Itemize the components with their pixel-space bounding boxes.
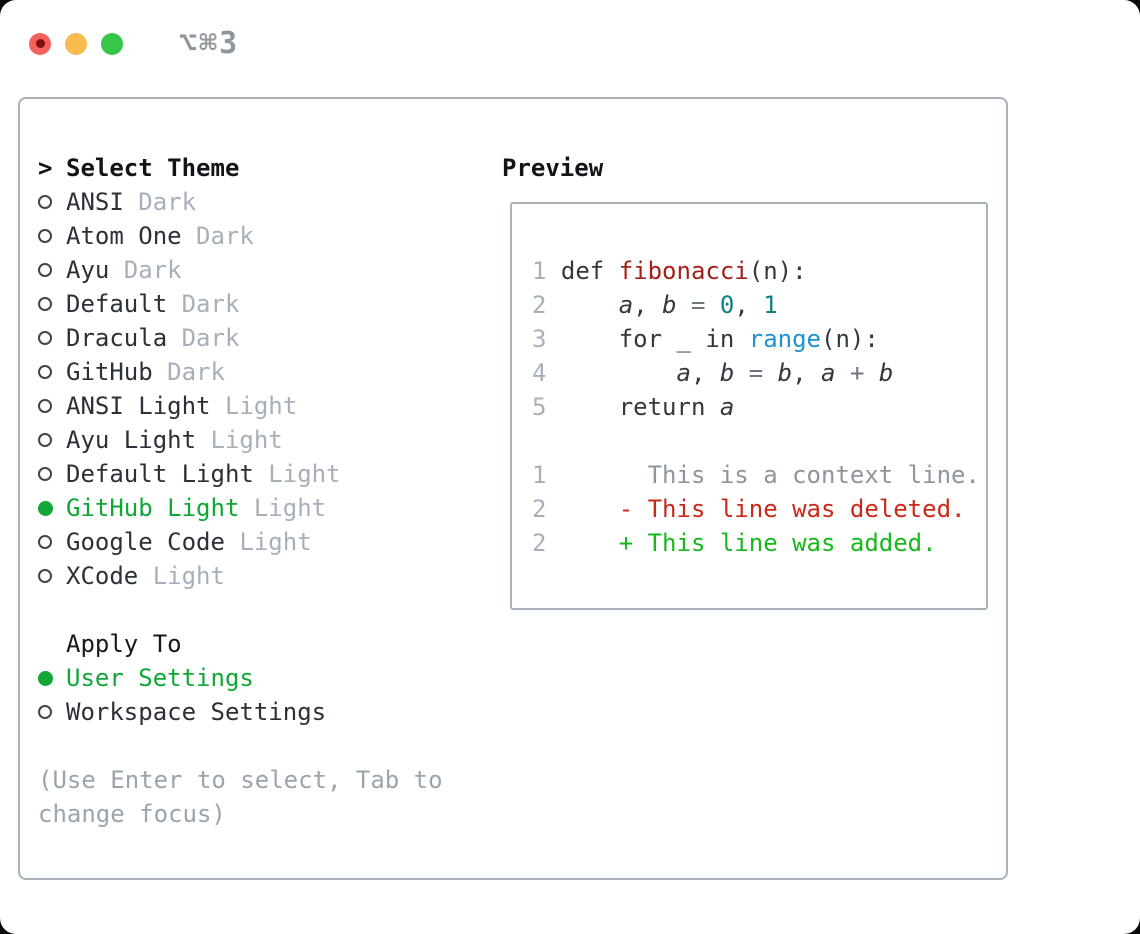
radio-icon [38,365,66,379]
hint-line-1: (Use Enter to select, Tab to [38,766,443,794]
window-title: ⌥⌘3 [179,26,240,61]
apply-option-user-settings[interactable]: User Settings [38,661,443,695]
preview-line-code: 1 def fibonacci(n): [532,257,807,285]
preview-line-diff-deleted: 2 - This line was deleted. [532,495,966,523]
theme-option-google-code[interactable]: Google Code Light [38,525,443,559]
theme-option-github-light[interactable]: GitHub Light Light [38,491,443,525]
preview-line-code: 4 a, b = b, a + b [532,359,894,387]
theme-list-header-row: > Select Theme [38,151,443,185]
minimize-button[interactable] [65,32,87,55]
radio-icon [38,569,66,583]
radio-icon [38,195,66,209]
preview-line-diff-added: 2 + This line was added. [532,529,937,557]
theme-variant: Light [224,528,312,556]
titlebar: ⌥⌘3 [29,26,239,61]
close-button[interactable] [29,32,51,55]
radio-icon [38,535,66,549]
theme-name: ANSI Light [66,392,211,420]
theme-name: Google Code [66,528,225,556]
theme-variant: Dark [152,358,225,386]
radio-icon [38,297,66,311]
spacer [38,729,443,763]
radio-icon [38,331,66,345]
theme-variant: Light [253,460,341,488]
apply-option-workspace-settings[interactable]: Workspace Settings [38,695,443,729]
theme-option-default-light[interactable]: Default Light Light [38,457,443,491]
spacer [38,593,443,627]
radio-selected-icon [38,670,66,686]
theme-name: Default [66,290,168,318]
record-dot-icon [35,39,45,48]
theme-variant: Light [239,494,327,522]
selection-prompt-icon: > [38,154,53,182]
theme-name: Ayu Light [66,426,197,454]
theme-variant: Dark [167,324,240,352]
preview-column: Preview 1 def fibonacci(n): 2 a, b = 0, 1… [502,151,988,610]
theme-name: Dracula [66,324,168,352]
theme-option-atom-one[interactable]: Atom One Dark [38,219,443,253]
theme-name: Ayu [66,256,110,284]
preview-line-code: 3 for _ in range(n): [532,325,879,353]
radio-icon [38,433,66,447]
theme-option-ayu[interactable]: Ayu Dark [38,253,443,287]
preview-frame: 1 def fibonacci(n): 2 a, b = 0, 1 3 for _ … [510,202,988,610]
radio-icon [38,263,66,277]
theme-variant: Light [196,426,283,454]
theme-variant: Dark [109,256,182,284]
radio-icon [38,467,66,481]
theme-variant: Dark [181,222,254,250]
preview-line-diff-context: 1 This is a context line. [532,461,980,489]
theme-name: GitHub [66,358,153,386]
theme-variant: Dark [123,188,197,216]
theme-list-header: Select Theme [66,154,240,182]
preview-header: Preview [502,154,604,182]
theme-option-dracula[interactable]: Dracula Dark [38,321,443,355]
theme-variant: Light [138,562,225,590]
theme-name: Default Light [66,460,254,488]
theme-option-ansi-light[interactable]: ANSI Light Light [38,389,443,423]
theme-option-ansi[interactable]: ANSI Dark [38,185,443,219]
preview-line-code: 5 return a [532,393,735,421]
theme-name: XCode [66,562,139,590]
theme-variant: Dark [167,290,240,318]
radio-icon [38,705,66,719]
radio-icon [38,399,66,413]
apply-option-label: User Settings [66,664,254,692]
preview-line-blank [532,424,986,458]
preview-line-code: 2 a, b = 0, 1 [532,291,778,319]
zoom-button[interactable] [101,32,123,55]
hint-line-2: change focus) [38,800,226,828]
radio-selected-icon [38,500,66,516]
theme-name: GitHub Light [66,494,240,522]
theme-name: Atom One [66,222,182,250]
theme-option-ayu-light[interactable]: Ayu Light Light [38,423,443,457]
theme-name: ANSI [66,188,124,216]
theme-variant: Light [210,392,298,420]
apply-to-header: Apply To [66,630,182,658]
theme-option-default[interactable]: Default Dark [38,287,443,321]
theme-option-xcode[interactable]: XCode Light [38,559,443,593]
radio-icon [38,229,66,243]
apply-option-label: Workspace Settings [66,698,327,726]
theme-option-github[interactable]: GitHub Dark [38,355,443,389]
